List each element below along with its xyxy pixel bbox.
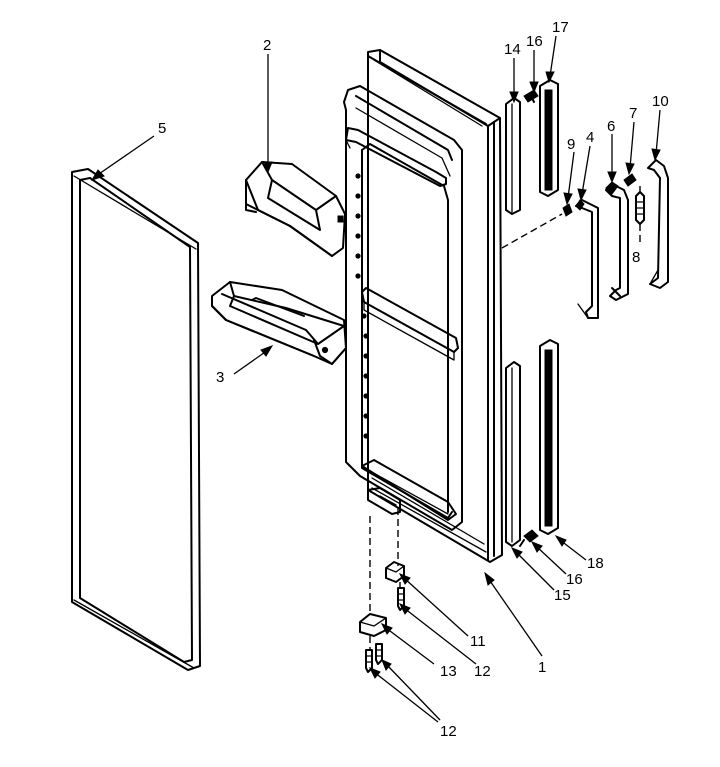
callout-12-bottom: 12 [440, 723, 457, 740]
callout-5: 5 [158, 120, 166, 137]
lower-door-bin [211, 281, 347, 365]
callout-17: 17 [552, 19, 569, 36]
door-gasket [71, 168, 201, 671]
assembly-dash-lines [369, 186, 641, 650]
callout-18: 18 [587, 555, 604, 572]
callout-labels: 5 2 3 1 14 16 17 9 4 6 7 10 8 16 15 18 1… [158, 19, 669, 740]
callout-2: 2 [263, 37, 271, 54]
upper-handle-trim [539, 79, 559, 197]
refrigerator-door [343, 49, 503, 563]
callout-1: 1 [538, 659, 546, 676]
callout-16-upper: 16 [526, 33, 543, 50]
callout-7: 7 [629, 105, 637, 122]
callout-11: 11 [470, 633, 486, 650]
lower-trim-strip [505, 361, 521, 547]
upper-trim-screw [523, 89, 539, 103]
lower-hinge-hardware [359, 561, 405, 673]
callout-12-middle: 12 [474, 663, 491, 680]
callout-15: 15 [554, 587, 571, 604]
callout-16-lower: 16 [566, 571, 583, 588]
upper-trim-strip [505, 97, 521, 215]
callout-leaders [90, 35, 661, 723]
callout-9: 9 [567, 136, 575, 153]
upper-door-bin [245, 161, 346, 257]
callout-4: 4 [586, 129, 594, 146]
callout-8: 8 [632, 249, 640, 266]
door-handle-assembly [562, 159, 669, 319]
callout-3: 3 [216, 369, 224, 386]
lower-handle-trim [539, 339, 559, 535]
lower-trim-screw [519, 529, 539, 547]
callout-10: 10 [652, 93, 669, 110]
callout-13: 13 [440, 663, 457, 680]
callout-14: 14 [504, 41, 521, 58]
callout-6: 6 [607, 118, 615, 135]
